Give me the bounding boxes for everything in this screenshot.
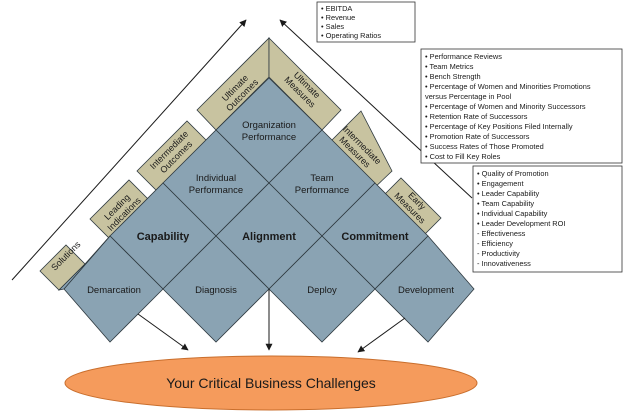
svg-text:• Performance Reviews •: • Performance Reviews • Team Metrics • B…: [425, 52, 593, 161]
diamond-left-edge: [57, 235, 111, 291]
box-ultimate-measures: • EBITDA• Revenue• Sales• Operating Rati…: [316, 1, 416, 43]
svg-text:• Quality of Promotion •: • Quality of Promotion • Engagement • Le…: [477, 169, 568, 268]
svg-text:• EBITDA• Revenue• Sales• Oper: • EBITDA• Revenue• Sales• Operating Rati…: [321, 4, 381, 40]
label-capability: Capability: [137, 231, 190, 243]
goal-label: Your Critical Business Challenges: [166, 375, 376, 391]
label-alignment: Alignment: [242, 231, 296, 243]
right-roof-arrow: [279, 19, 473, 199]
label-deploy: Deploy: [307, 285, 337, 296]
label-diagnosis: Diagnosis: [195, 285, 237, 296]
diamond-deploy: [268, 235, 376, 343]
diamond-development: [374, 235, 475, 343]
diamond-diagnosis: [162, 235, 270, 343]
label-development: Development: [398, 285, 454, 296]
goal-oval: [64, 355, 478, 411]
left-roof-arrow: [11, 19, 247, 281]
box-intermediate-measures: • Performance Reviews • Team Metrics • B…: [420, 48, 623, 164]
label-demarcation: Demarcation: [87, 285, 141, 296]
box-early-measures: • Quality of Promotion • Engagement • Le…: [472, 165, 623, 273]
arrow-left-to-goal: [137, 313, 189, 351]
arrow-right-to-goal: [357, 317, 406, 353]
label-commitment: Commitment: [341, 231, 409, 243]
